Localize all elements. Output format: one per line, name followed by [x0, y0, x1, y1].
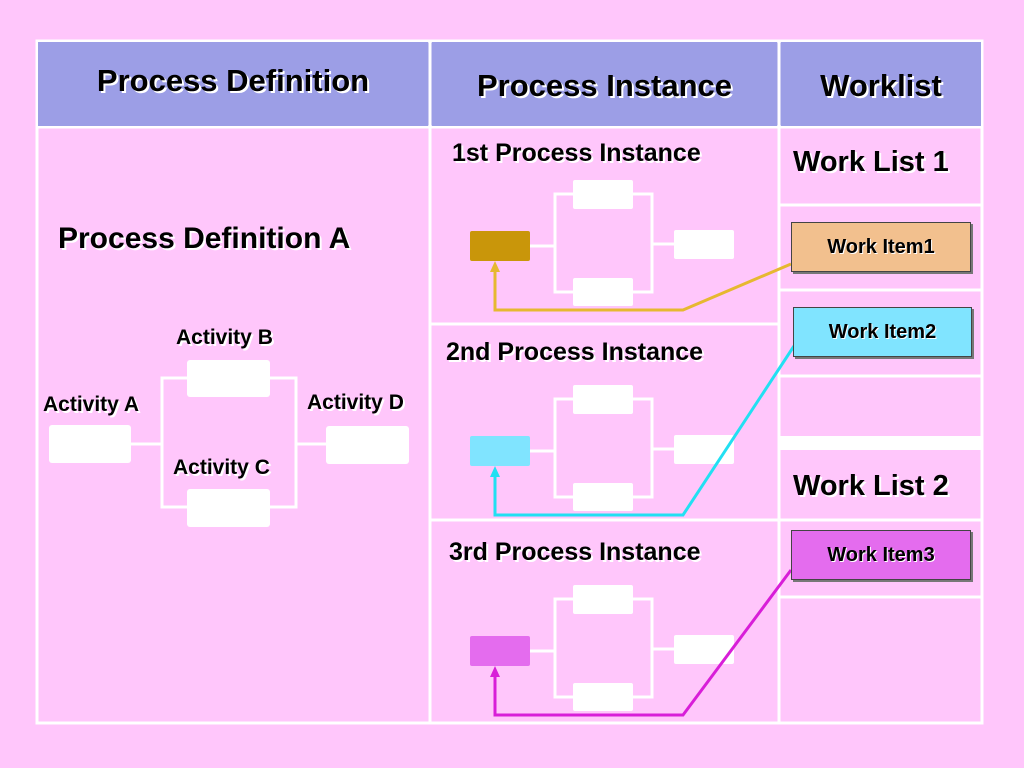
instance-1-label: 1st Process Instance [452, 139, 701, 167]
work-item-link-arrow-1 [490, 261, 500, 272]
instance-2-activity-a [470, 436, 530, 466]
activity-d-box [326, 426, 409, 464]
work-item-1[interactable]: Work Item1 [791, 222, 971, 272]
instance-1-activity-c [573, 278, 633, 306]
activity-a-box [49, 425, 131, 463]
activity-c-box [187, 489, 270, 527]
table-grid [35, 39, 984, 725]
instance-2-activity-b [573, 385, 633, 414]
instance-flow-1 [470, 180, 792, 312]
activity-a-label: Activity A [43, 393, 140, 416]
instance-1-activity-a [470, 231, 530, 261]
definition-flow [49, 360, 409, 527]
instance-2-activity-d [674, 435, 734, 464]
instance-flow-2 [470, 345, 796, 517]
worklist-separator-band [779, 436, 982, 450]
header-worklist: Worklist [781, 42, 981, 126]
instance-3-activity-a [470, 636, 530, 666]
work-item-link-arrow-3 [490, 666, 500, 677]
work-item-link-2 [493, 345, 796, 517]
activity-b-label: Activity B [176, 326, 273, 349]
work-item-2[interactable]: Work Item2 [793, 307, 972, 357]
instance-2-activity-c [573, 483, 633, 511]
work-list-2-title: Work List 2 [793, 470, 949, 502]
work-item-link-3 [493, 569, 793, 717]
instance-1-activity-b [573, 180, 633, 209]
work-list-1-title: Work List 1 [793, 146, 949, 178]
table-frame [35, 39, 984, 725]
instance-3-activity-d [674, 635, 734, 664]
instance-2-label: 2nd Process Instance [446, 338, 704, 366]
process-definition-a-title: Process Definition A [58, 222, 351, 255]
work-item-link-1 [493, 262, 792, 312]
instance-3-activity-b [573, 585, 633, 614]
header-process-definition: Process Definition [38, 42, 428, 126]
header-process-instance: Process Instance [432, 42, 777, 126]
work-item-link-arrow-2 [490, 466, 500, 477]
instance-1-activity-d [674, 230, 734, 259]
activity-c-label: Activity C [173, 456, 270, 479]
work-item-3[interactable]: Work Item3 [791, 530, 971, 580]
instance-flow-3 [470, 569, 793, 717]
activity-d-label: Activity D [307, 391, 404, 414]
instance-3-activity-c [573, 683, 633, 711]
instance-flows [470, 180, 796, 717]
instance-3-label: 3rd Process Instance [449, 538, 701, 566]
activity-b-box [187, 360, 270, 397]
